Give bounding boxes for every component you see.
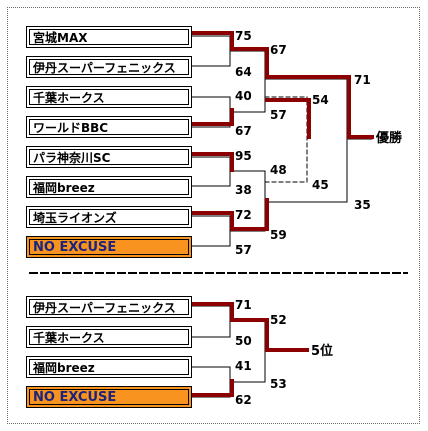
score: 67 <box>270 43 287 57</box>
team-box-highlighted: NO EXCUSE <box>26 236 192 258</box>
score: 54 <box>312 93 329 107</box>
score: 35 <box>354 198 371 212</box>
score: 64 <box>235 65 252 79</box>
team-box: 埼玉ライオンズ <box>26 206 192 228</box>
placement-winner-paths <box>192 302 309 397</box>
team-name: 埼玉ライオンズ <box>33 211 117 225</box>
team-box: 福岡breez <box>26 176 192 198</box>
team-box: 千葉ホークス <box>26 86 192 108</box>
team-box: 千葉ホークス <box>26 326 192 348</box>
score: 45 <box>312 178 329 192</box>
placement-result-label: 5位 <box>311 344 334 359</box>
score: 57 <box>270 108 287 122</box>
score: 41 <box>235 359 252 373</box>
team-box: パラ神奈川SC <box>26 146 192 168</box>
score: 38 <box>235 183 252 197</box>
score: 52 <box>270 313 287 327</box>
team-box: 宮城MAX <box>26 26 192 48</box>
team-name: 千葉ホークス <box>33 331 105 345</box>
team-box-highlighted: NO EXCUSE <box>26 386 192 408</box>
main-winner-paths <box>192 31 374 231</box>
team-name: 伊丹スーパーフェニックス <box>33 61 176 75</box>
team-name: 宮城MAX <box>33 31 88 45</box>
score: 40 <box>235 89 252 103</box>
score: 67 <box>235 124 252 138</box>
team-box: ワールドBBC <box>26 116 192 138</box>
score: 50 <box>235 334 252 348</box>
team-name: 福岡breez <box>33 361 95 375</box>
champion-label: 優勝 <box>376 131 403 146</box>
team-name: 千葉ホークス <box>33 91 105 105</box>
bracket-frame <box>7 7 420 424</box>
team-box: 福岡breez <box>26 356 192 378</box>
score: 72 <box>235 208 252 222</box>
team-name: NO EXCUSE <box>33 390 117 405</box>
score: 75 <box>235 29 252 43</box>
score: 48 <box>270 163 287 177</box>
score: 95 <box>235 149 252 163</box>
score: 62 <box>235 393 252 407</box>
team-name: パラ神奈川SC <box>33 151 111 165</box>
team-box: 伊丹スーパーフェニックス <box>26 296 192 318</box>
team-name: NO EXCUSE <box>33 240 117 255</box>
score: 71 <box>354 73 371 87</box>
team-name: ワールドBBC <box>33 121 109 135</box>
team-name: 伊丹スーパーフェニックス <box>33 301 176 315</box>
score: 57 <box>235 243 252 257</box>
team-box: 伊丹スーパーフェニックス <box>26 56 192 78</box>
score: 59 <box>270 228 287 242</box>
team-name: 福岡breez <box>33 181 95 195</box>
score: 71 <box>235 298 252 312</box>
score: 53 <box>270 377 287 391</box>
